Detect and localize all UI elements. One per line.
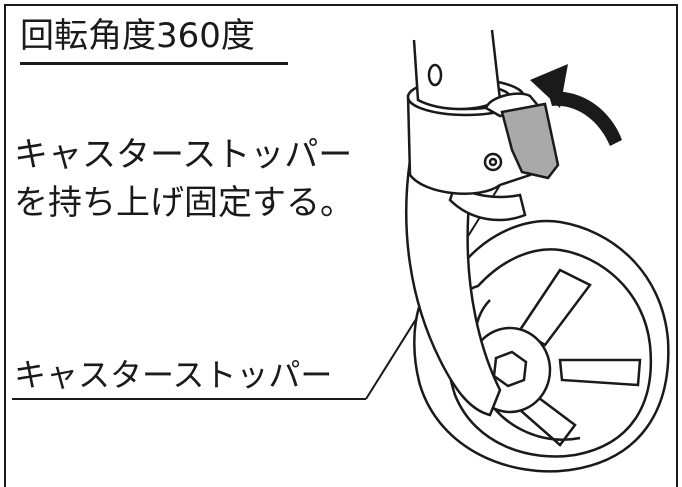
instruction-line-2: を持ち上げ固定する。 — [14, 183, 354, 223]
caster-stopper — [484, 92, 560, 180]
callout-label: キャスターストッパー — [14, 356, 333, 394]
instruction-line-1: キャスターストッパー — [14, 135, 353, 175]
frame-tube — [412, 29, 502, 111]
diagram-title: 回転角度360度 — [20, 16, 288, 65]
diagram-frame — [4, 4, 678, 487]
rotation-arrow-icon — [530, 64, 622, 146]
